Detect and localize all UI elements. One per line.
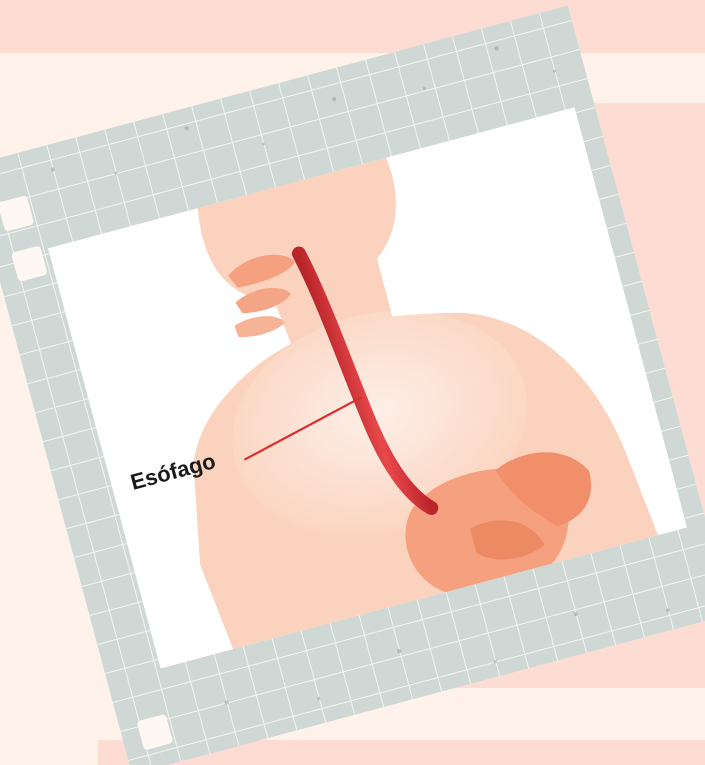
- anatomy-card: Esófago: [0, 0, 705, 765]
